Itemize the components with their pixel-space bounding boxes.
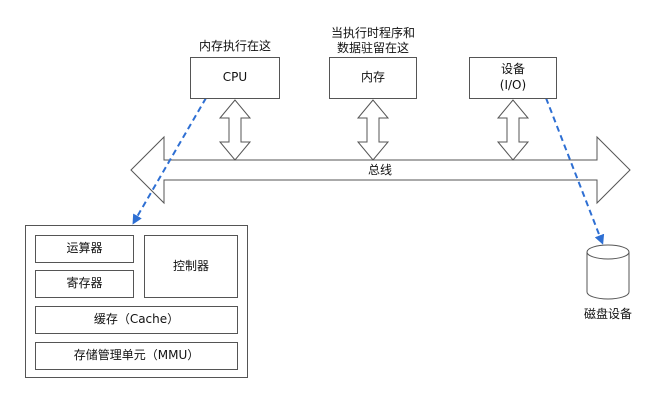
cache-box: 缓存（Cache） [35,306,238,334]
disk-label: 磁盘设备 [583,307,633,321]
device-bus-connector [496,99,530,161]
cpu-label: CPU [222,70,248,85]
memory-box: 内存 [329,57,417,99]
mmu-box: 存储管理单元（MMU） [35,342,238,370]
disk-dashed-arrow [545,97,605,245]
mmu-label: 存储管理单元（MMU） [73,348,200,363]
memory-bus-connector [356,99,390,161]
disk-icon [586,244,630,300]
memory-note: 当执行时程序和 数据驻留在这 [331,26,415,56]
bus-label: 总线 [367,163,393,177]
memory-label: 内存 [360,70,385,85]
device-label-line1: 设备 [500,62,525,77]
bus-arrow [130,135,631,205]
memory-note-line1: 当执行时程序和 [330,26,416,40]
register-box: 寄存器 [35,270,134,298]
cpu-detail-dashed-arrow [132,97,207,225]
cpu-note: 内存执行在这 [198,39,272,53]
device-box: 设备 (I/O) [469,57,557,99]
cpu-box: CPU [190,57,280,99]
register-label: 寄存器 [66,276,103,291]
device-label-line2: (I/O) [499,78,527,92]
cache-label: 缓存（Cache） [93,312,180,327]
cpu-bus-connector [218,99,252,161]
controller-box: 控制器 [144,235,238,298]
alu-box: 运算器 [35,235,134,263]
controller-label: 控制器 [172,258,209,273]
memory-note-line2: 数据驻留在这 [336,41,410,55]
alu-label: 运算器 [66,241,103,256]
